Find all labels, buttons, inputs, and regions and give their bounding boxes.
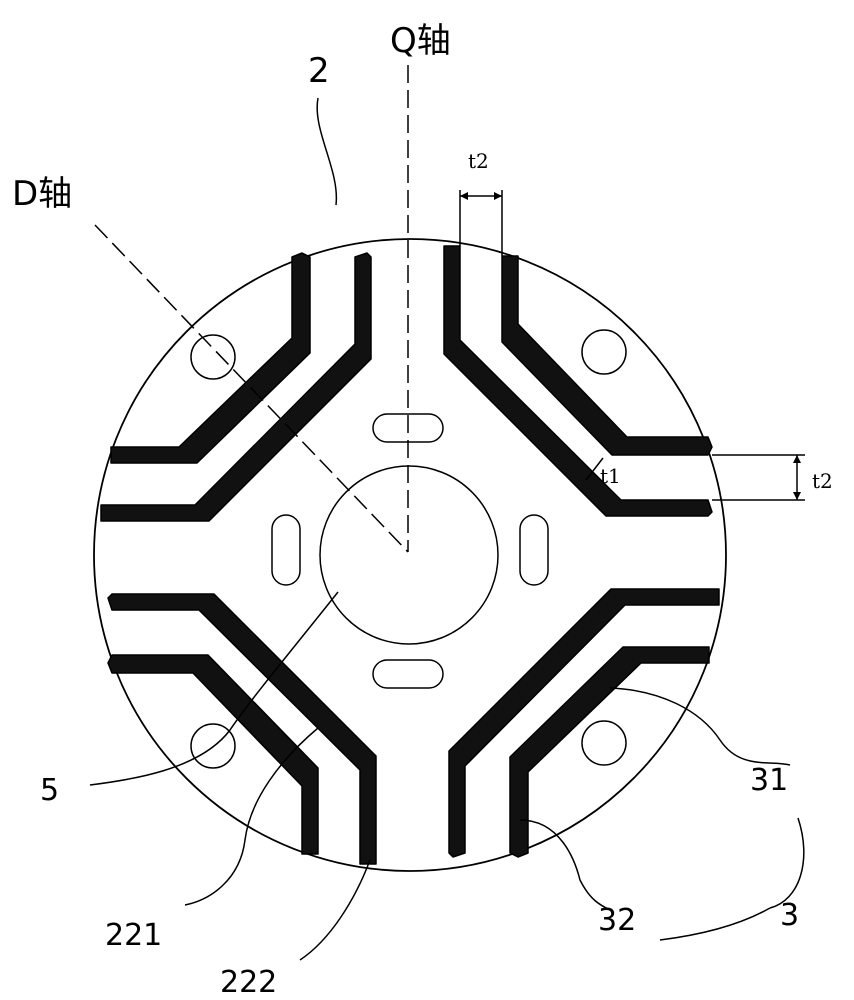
rivet-hole-nw	[190, 334, 236, 380]
dim-line-t1	[585, 457, 604, 481]
leader-3b	[659, 907, 771, 941]
leader-222	[299, 859, 371, 961]
d-axis-line	[94, 224, 409, 553]
inner-flux-barrier	[443, 245, 713, 517]
label-ref-5: 5	[40, 773, 59, 808]
oblong-slot-right	[519, 514, 549, 586]
label-ref-2: 2	[308, 51, 330, 91]
label-dim-t2-top: t2	[468, 149, 489, 173]
label-ref-222: 222	[220, 965, 277, 1000]
leader-31	[609, 687, 791, 766]
label-ref-3: 3	[780, 898, 799, 933]
label-dim-t1: t1	[600, 464, 621, 488]
label-ref-221: 221	[105, 918, 162, 953]
leader-32	[519, 819, 611, 911]
oblong-slot-left	[271, 514, 301, 586]
leader-3	[769, 817, 805, 909]
label-q-axis: Q轴	[390, 21, 451, 61]
label-ref-32: 32	[598, 903, 636, 938]
rivet-hole-ne	[581, 329, 627, 375]
label-dim-t2-right: t2	[812, 469, 833, 493]
leader-221	[184, 727, 319, 906]
barrier-group-ne	[443, 245, 713, 517]
label-ref-31: 31	[750, 763, 788, 798]
label-d-axis: D轴	[12, 174, 72, 214]
leader-2	[316, 97, 338, 206]
outer-flux-barrier	[501, 255, 713, 456]
oblong-slot-bottom	[372, 659, 444, 689]
rivet-hole-se	[581, 720, 627, 766]
shaft-hole	[319, 465, 499, 645]
leader-5	[89, 591, 339, 786]
